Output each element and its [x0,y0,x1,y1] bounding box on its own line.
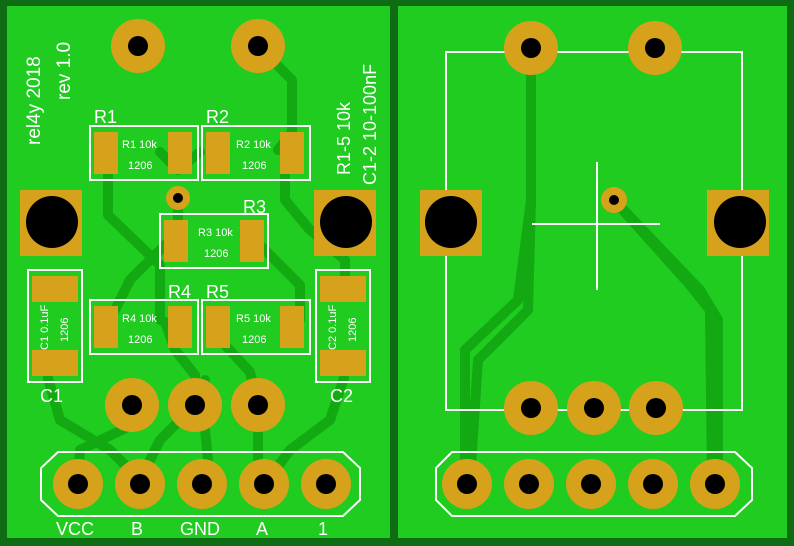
left-board [7,6,390,538]
r2-package: 1206 [242,160,266,172]
r5-designator: R5 [206,282,229,302]
right-board [398,6,787,538]
c2-designator: C2 [330,386,353,406]
c1-package: 1206 [59,318,71,342]
r2-outline [201,125,311,181]
r4-value: R4 10k [122,313,157,325]
c1-pad-b [32,350,78,376]
r3-pad-b [240,220,264,262]
r1-package: 1206 [128,160,152,172]
right-header-outline [435,451,753,517]
header-label-vcc: VCC [56,519,94,539]
r5-package: 1206 [242,334,266,346]
r2-designator: R2 [206,107,229,127]
r4-package: 1206 [128,334,152,346]
revision-label: rev 1.0 [54,42,75,100]
r2-pad-b [280,132,304,174]
c2-pad-a [320,276,366,302]
r5-pad-b [280,306,304,348]
r4-pad-a [94,306,118,348]
c1-pad-a [32,276,78,302]
c2-pad-b [320,350,366,376]
r1-value: R1 10k [122,139,157,151]
c2-outline [315,269,371,383]
r3-designator: R3 [243,197,266,217]
right-traces [460,43,723,485]
header-label-a: A [256,519,268,539]
trace-rb-top-left-down2 [460,43,536,485]
rb-relay-hole-left [425,196,477,248]
r5-pad-a [206,306,230,348]
left-silk-text: rel4y 2018 rev 1.0 R1-5 10k C1-2 10-100n… [24,42,380,539]
r2-pad-a [206,132,230,174]
c2-value: C2 0.1uF [327,304,339,350]
r1-outline [89,125,199,181]
header-label-b: B [131,519,143,539]
r1-pad-b [168,132,192,174]
right-board-outline [394,0,793,544]
trace-r1-left [103,147,165,325]
resistor-values-label: R1-5 10k [334,101,354,175]
c1-value: C1 0.1uF [39,304,51,350]
header-label-gnd: GND [180,519,220,539]
r1-designator: R1 [94,107,117,127]
r3-pad-a [164,220,188,262]
rb-relay-hole-right [714,196,766,248]
r5-outline [201,299,311,355]
title-label: rel4y 2018 [24,56,45,145]
left-board-outline [1,0,396,544]
capacitor-values-label: C1-2 10-100nF [360,64,380,185]
r4-outline [89,299,199,355]
left-silk-outlines [27,125,371,517]
c1-outline [27,269,83,383]
left-relay-hole-right [320,196,372,248]
through-holes [26,19,766,509]
c1-designator: C1 [40,386,63,406]
trace-rb-via2 [609,195,717,485]
r3-package: 1206 [204,248,228,260]
r4-pad-b [168,306,192,348]
c2-package: 1206 [347,318,359,342]
left-header-outline [40,451,361,517]
left-relay-hole-left [26,196,78,248]
r3-outline [159,213,269,269]
r3-value: R3 10k [198,227,233,239]
header-label-1: 1 [318,519,328,539]
r2-value: R2 10k [236,139,271,151]
r1-pad-a [94,132,118,174]
r5-value: R5 10k [236,313,271,325]
r4-designator: R4 [168,282,191,302]
